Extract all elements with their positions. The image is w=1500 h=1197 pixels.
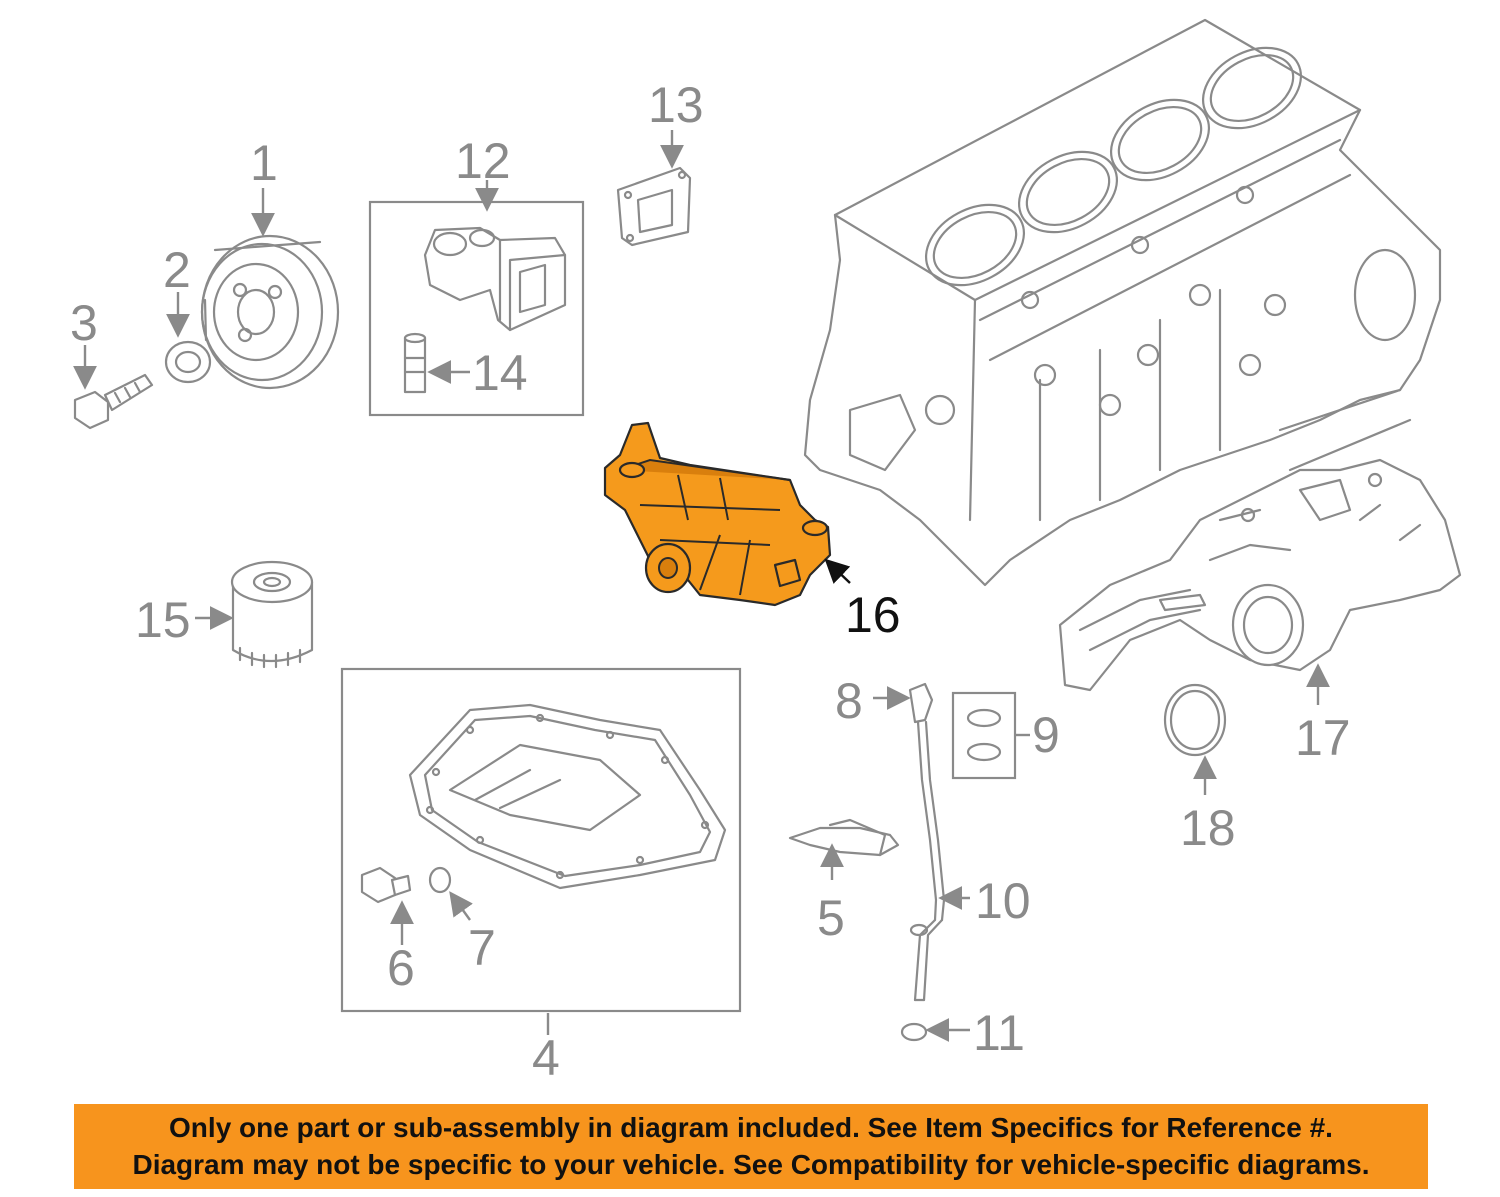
callout-9: 9 — [1032, 707, 1060, 763]
callout-10: 10 — [975, 873, 1031, 929]
callout-17: 17 — [1295, 710, 1351, 766]
oil-strainer — [788, 818, 900, 857]
callout-7: 7 — [468, 920, 496, 976]
dowel-pins — [403, 332, 427, 394]
box-4 — [340, 667, 742, 1013]
washer — [164, 340, 212, 384]
box-9 — [951, 691, 1017, 780]
drain-washer — [428, 866, 452, 894]
dipstick-oring — [900, 1022, 928, 1042]
callout-3: 3 — [70, 295, 98, 351]
callout-2: 2 — [163, 242, 191, 298]
engine-block — [803, 18, 1442, 587]
dipstick-assembly — [908, 682, 946, 1002]
callout-5: 5 — [817, 890, 845, 946]
callout-6: 6 — [387, 940, 415, 996]
callout-8: 8 — [835, 673, 863, 729]
callout-11: 11 — [973, 1005, 1025, 1061]
filter-gasket — [616, 166, 692, 247]
disclaimer-line-1: Only one part or sub-assembly in diagram… — [169, 1112, 1333, 1143]
intake-manifold — [1058, 458, 1462, 692]
callout-15: 15 — [135, 592, 191, 648]
oil-filter — [230, 560, 314, 669]
crank-bolt — [73, 373, 154, 430]
crank-pulley — [200, 234, 340, 390]
disclaimer-banner: Only one part or sub-assembly in diagram… — [74, 1104, 1428, 1189]
oil-pump-highlighted — [603, 421, 832, 607]
oil-pan — [408, 703, 727, 890]
manifold-gasket — [1163, 683, 1227, 757]
drain-plug — [360, 866, 412, 904]
callout-16: 16 — [845, 587, 901, 643]
o-rings — [966, 708, 1002, 762]
disclaimer-line-2: Diagram may not be specific to your vehi… — [132, 1149, 1370, 1180]
callout-13: 13 — [648, 77, 704, 133]
callout-12: 12 — [455, 133, 511, 189]
callout-14: 14 — [472, 345, 528, 401]
callout-18: 18 — [1180, 800, 1236, 856]
oil-filter-housing — [423, 226, 567, 332]
callout-1: 1 — [250, 135, 278, 191]
callout-4: 4 — [532, 1030, 560, 1086]
